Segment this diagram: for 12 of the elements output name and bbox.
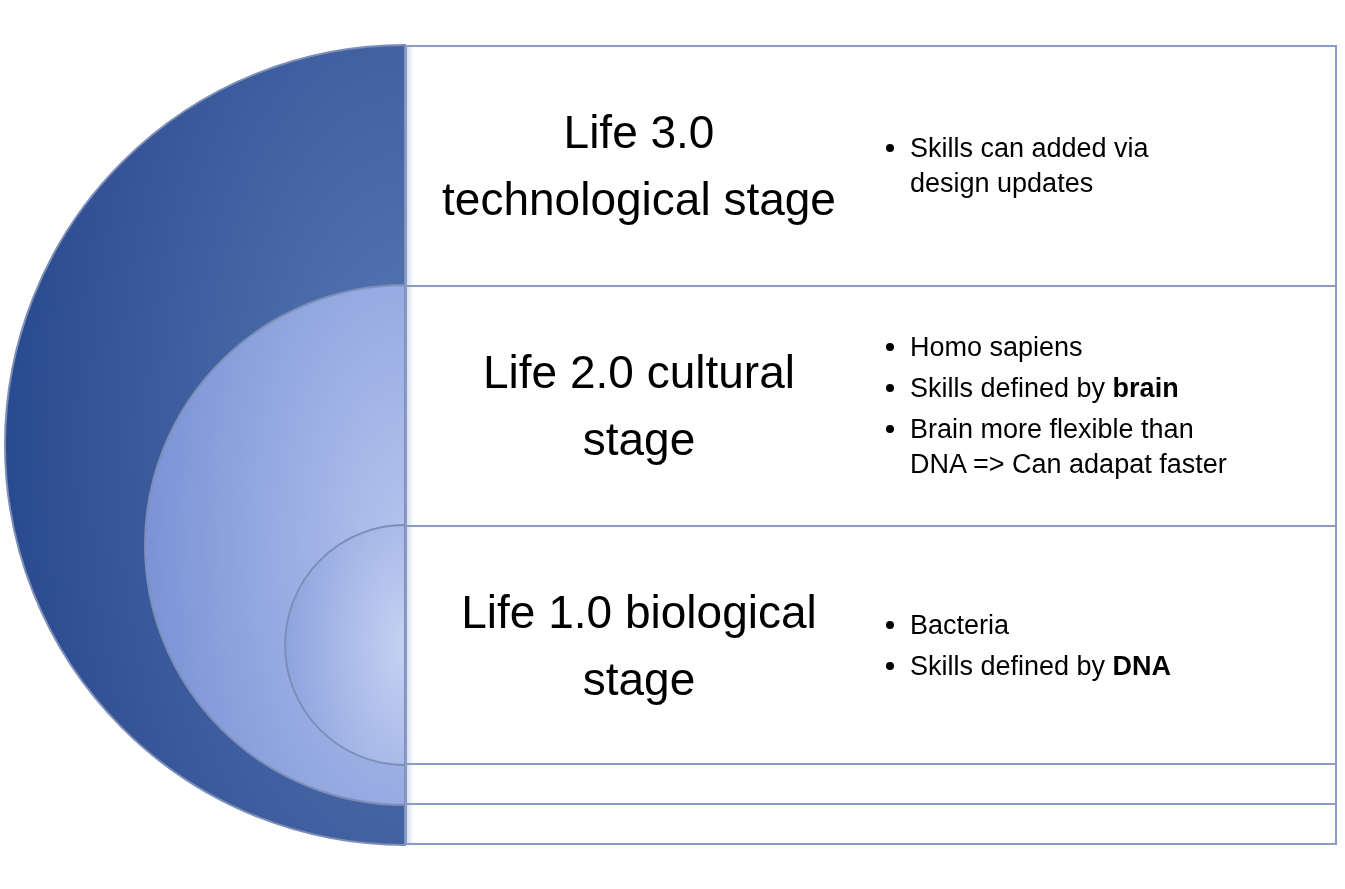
- stage-panel: [405, 525, 1337, 765]
- bullet-text: Bacteria: [910, 608, 1010, 642]
- stage-title: Life 1.0 biological stage: [460, 585, 818, 707]
- bullet-text: Brain more flexible than DNA => Can adapat faster: [910, 413, 1228, 482]
- stage-title: Life 2.0 cultural stage: [482, 345, 796, 467]
- bullet-text: Skills defined by DNA: [910, 650, 1172, 683]
- stage-panel: [405, 285, 1337, 805]
- bullet-text: Homo sapiens: [910, 330, 1083, 364]
- bullet-text: Skills defined by brain: [910, 371, 1179, 405]
- stage-panel: [405, 45, 1337, 845]
- bullet-text: Skills can added via design updates: [910, 131, 1150, 200]
- stage-title: Life 3.0 technological stage: [441, 105, 837, 227]
